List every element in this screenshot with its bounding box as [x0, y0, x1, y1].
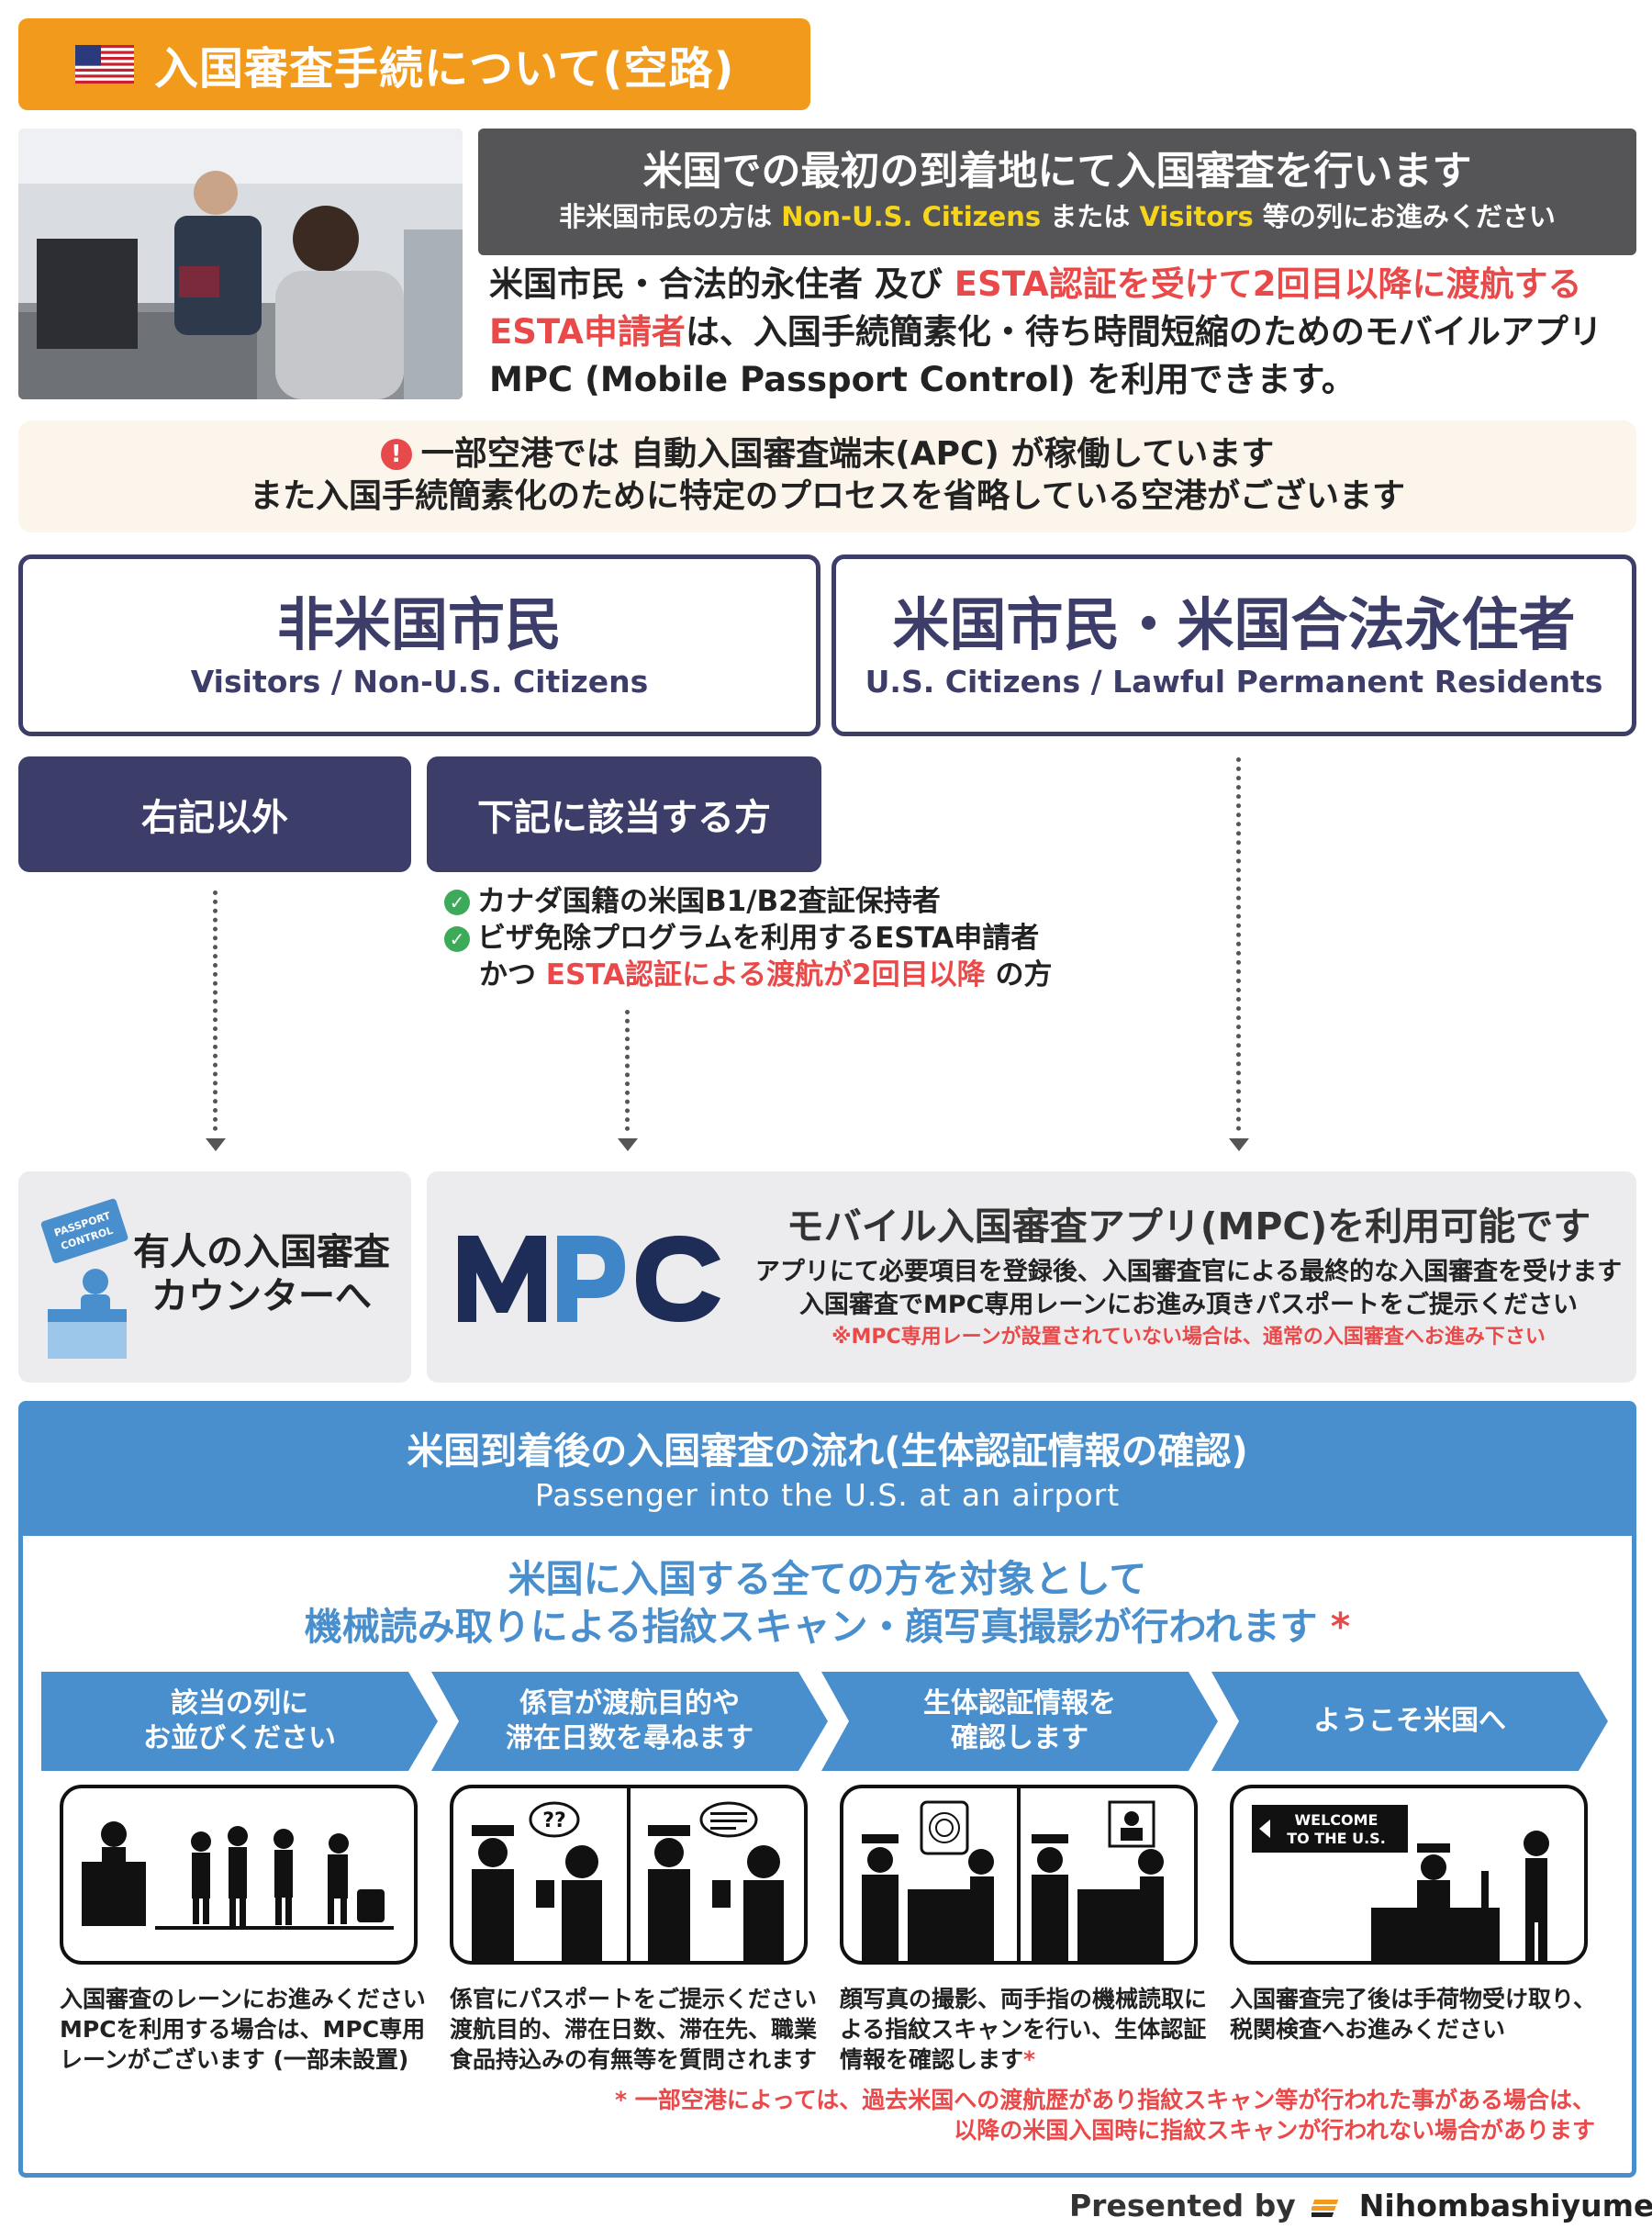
questioning-illustration: ?? [450, 1785, 808, 1965]
arrow-down-icon [618, 1138, 638, 1151]
mpc-logo [458, 1236, 720, 1322]
intro-paragraph: 米国市民・合法的永住者 及び ESTA認証を受けて2回目以降に渡航する ESTA… [489, 264, 1602, 399]
counter-panel: PASSPORT CONTROL 有人の入国審査 カウンターへ [18, 1171, 411, 1383]
arrow-line-applicable [625, 1010, 630, 1131]
check-icon: ✓ [444, 890, 470, 915]
highlight-visitors: Visitors [1139, 201, 1254, 232]
mpc-note: ※MPC専用レーンが設置されていない場合は、通常の入国審査へお進み下さい [832, 1326, 1546, 1349]
step-1: 該当の列にお並びください [41, 1672, 438, 1771]
mpc-title: モバイル入国審査アプリ(MPC)を利用可能です [786, 1204, 1591, 1249]
step-4: ようこそ米国へ [1211, 1672, 1608, 1771]
step-2-description: 係官にパスポートをご提示ください渡航目的、滞在日数、滞在先、職業食品持込みの有無… [450, 1986, 818, 2073]
condition-item: ✓カナダ国籍の米国B1/B2査証保持者 [444, 883, 1052, 920]
banner-heading: 米国での最初の到着地にて入国審査を行います [642, 149, 1472, 195]
step-3-label: 生体認証情報を確認します [923, 1687, 1116, 1754]
step-2: 係官が渡航目的や滞在日数を尋ねます [431, 1672, 828, 1771]
condition-item: ✓ビザ免除プログラムを利用するESTA申請者 [444, 920, 1052, 957]
exclamation-icon: ! [380, 439, 412, 470]
arrow-down-icon [206, 1138, 226, 1151]
highlight-non-us-citizens: Non-U.S. Citizens [781, 201, 1042, 232]
brand-logo-icon [1308, 2190, 1343, 2217]
apc-notice: !一部空港では 自動入国審査端末(APC) が稼働しています また入国手続簡素化… [18, 420, 1636, 532]
us-flag-icon [75, 45, 134, 84]
svg-text:WELCOME: WELCOME [1295, 1811, 1379, 1829]
presented-by: Presented by Nihombashiyumeya [1069, 2188, 1652, 2223]
option-other: 右記以外 [18, 756, 411, 872]
step-3-description: 顔写真の撮影、両手指の機械読取による指紋スキャンを行い、生体認証情報を確認します… [840, 1986, 1208, 2073]
step-4-description: 入国審査完了後は手荷物受け取り、税関検査へお進みください [1230, 1986, 1597, 2043]
queue-illustration [60, 1785, 418, 1965]
flow-target-text: 米国に入国する全ての方を対象として 機械読み取りによる指紋スキャン・顔写真撮影が… [304, 1557, 1351, 1649]
category-visitors: 非米国市民 Visitors / Non-U.S. Citizens [18, 554, 820, 736]
check-icon: ✓ [444, 926, 470, 952]
step-3: 生体認証情報を確認します [821, 1672, 1218, 1771]
arrow-down-icon [1229, 1138, 1249, 1151]
step-4-label: ようこそ米国へ [1313, 1705, 1506, 1737]
banner-subtext: 非米国市民の方は Non-U.S. Citizens または Visitors … [559, 201, 1556, 232]
svg-text:TO THE U.S.: TO THE U.S. [1287, 1830, 1386, 1847]
conditions-list: ✓カナダ国籍の米国B1/B2査証保持者 ✓ビザ免除プログラムを利用するESTA申… [444, 883, 1052, 993]
biometric-illustration [840, 1785, 1198, 1965]
title-bar: 入国審査手続について(空路) [18, 18, 810, 110]
option-applicable: 下記に該当する方 [427, 756, 821, 872]
passport-control-icon: PASSPORT CONTROL [40, 1198, 128, 1359]
arrow-line-citizens [1236, 757, 1241, 1131]
flow-header: 米国到着後の入国審査の流れ(生体認証情報の確認) Passenger into … [23, 1406, 1632, 1536]
mpc-panel: モバイル入国審査アプリ(MPC)を利用可能です アプリにて必要項目を登録後、入国… [427, 1171, 1636, 1383]
category-citizens: 米国市民・米国合法永住者 U.S. Citizens / Lawful Perm… [832, 554, 1636, 736]
page-title: 入国審査手続について(空路) [154, 43, 735, 95]
step-2-label: 係官が渡航目的や滞在日数を尋ねます [506, 1687, 753, 1754]
flow-footnote: * 一部空港によっては、過去米国への渡航歴があり指紋スキャン等が行われた事がある… [614, 2087, 1595, 2144]
counter-text: 有人の入国審査 カウンターへ [133, 1231, 390, 1317]
welcome-illustration: WELCOME TO THE U.S. [1230, 1785, 1588, 1965]
svg-text:??: ?? [542, 1809, 566, 1832]
step-1-label: 該当の列にお並びください [143, 1687, 336, 1754]
immigration-photo [18, 129, 463, 399]
condition-item-continued: かつ ESTA認証による渡航が2回目以降 の方 [479, 958, 1053, 991]
arrow-line-other [213, 890, 218, 1131]
flow-section: 米国到着後の入国審査の流れ(生体認証情報の確認) Passenger into … [18, 1401, 1636, 2178]
mpc-description: アプリにて必要項目を登録後、入国審査官による最終的な入国審査を受けます 入国審査… [754, 1258, 1623, 1319]
brand-name: Nihombashiyumeya [1358, 2188, 1652, 2223]
arrival-banner: 米国での最初の到着地にて入国審査を行います 非米国市民の方は Non-U.S. … [478, 129, 1636, 255]
